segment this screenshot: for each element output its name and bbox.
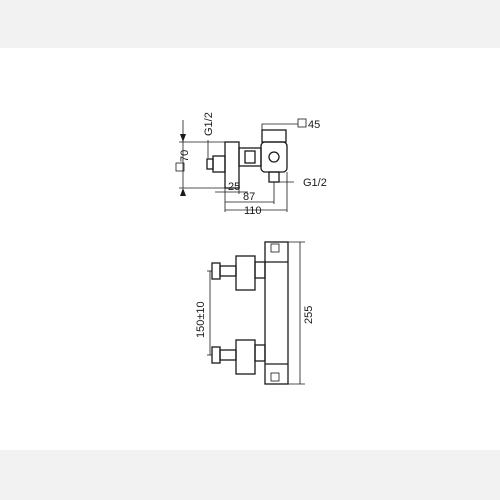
lower-collar (254, 344, 266, 362)
length-dim-label: 255 (303, 306, 315, 324)
left-connector-tip (206, 158, 214, 170)
drawing-panel (0, 48, 500, 450)
main-body (264, 241, 289, 385)
upper-nut (235, 255, 256, 291)
right-bottom-nut (268, 171, 280, 183)
thread-right-label: G1/2 (303, 177, 327, 189)
dim-25-label: 25 (228, 181, 240, 193)
right-knob-circle (268, 151, 280, 163)
top-view: 45 G1/2 G1/2 70 25 87 110 (175, 112, 327, 217)
upper-collar (254, 261, 266, 279)
top-square-mark (270, 243, 280, 253)
spacing-dim-label: 150±10 (195, 301, 207, 338)
arrow-70-top (180, 134, 186, 142)
height-dim-label: 70 (179, 150, 191, 162)
right-top-cap (261, 129, 287, 143)
center-shaft (238, 147, 262, 167)
square-symbol-45 (297, 118, 307, 128)
shaft-nut (244, 150, 256, 164)
lower-nut (235, 339, 256, 375)
dim-110-label: 110 (244, 205, 262, 217)
arrow-70-bottom (180, 188, 186, 196)
upper-pipe-end (211, 262, 221, 280)
lower-pipe (219, 349, 237, 361)
front-view: 150±10 255 (195, 241, 315, 385)
left-connector (212, 155, 226, 173)
lower-pipe-end (211, 346, 221, 364)
bottom-square-mark (270, 372, 280, 382)
upper-pipe (219, 265, 237, 277)
thread-left-label: G1/2 (203, 112, 215, 136)
dim-87-label: 87 (243, 191, 255, 203)
right-body (260, 141, 288, 173)
square-symbol-70 (175, 162, 185, 172)
leader-square-45 (261, 123, 298, 130)
square-size-label: 45 (308, 119, 320, 131)
